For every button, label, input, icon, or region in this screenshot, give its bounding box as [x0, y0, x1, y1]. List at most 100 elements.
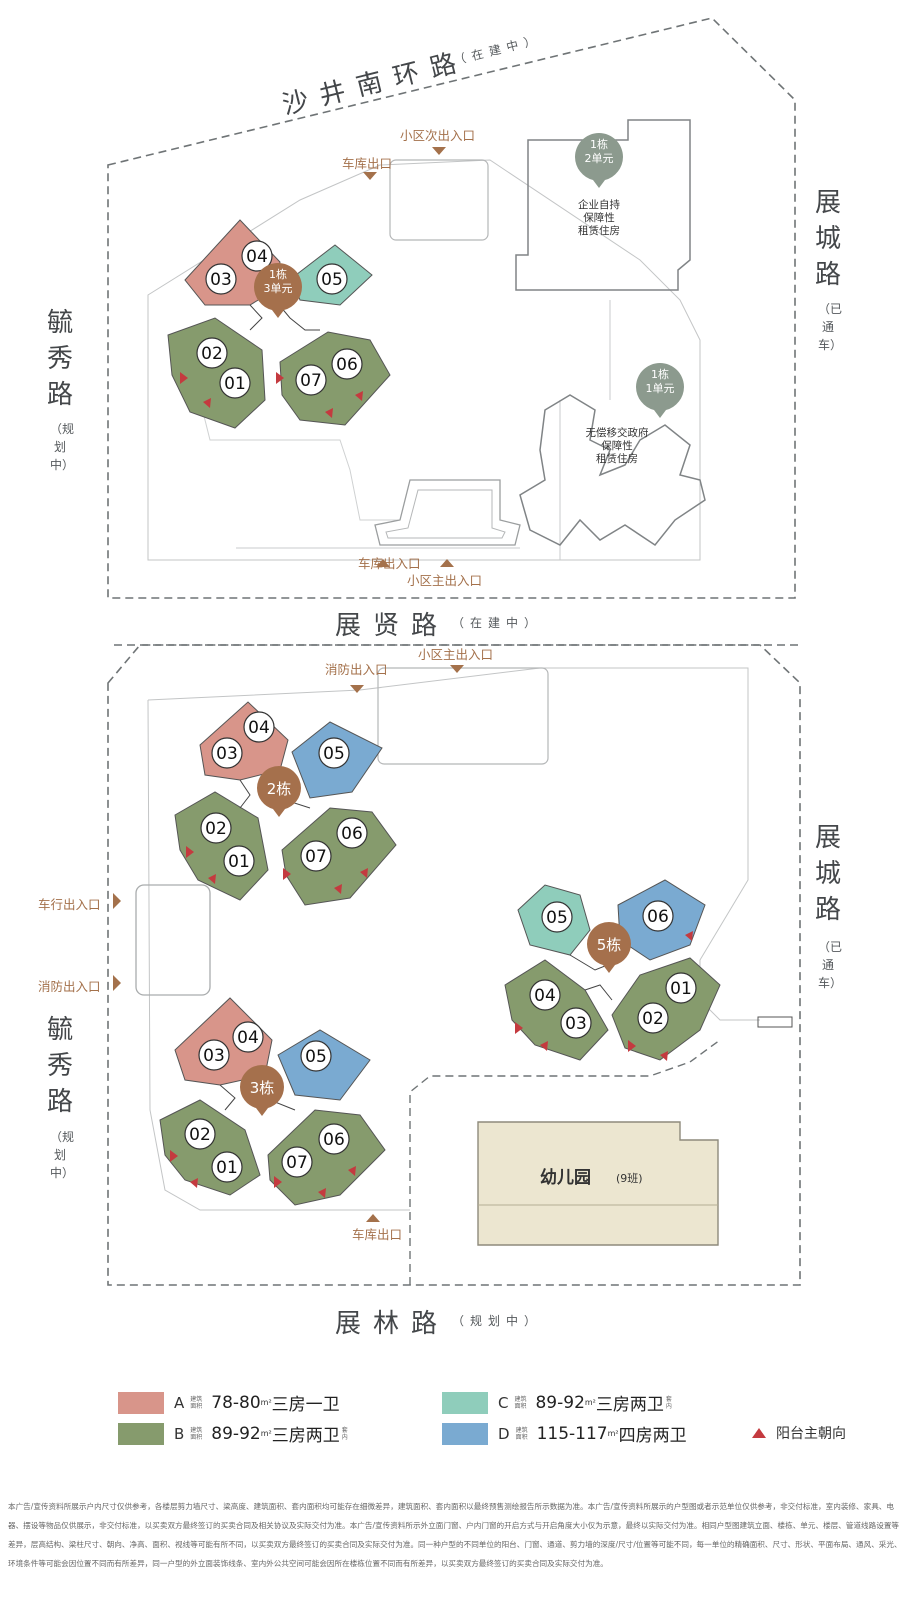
- road-right-north-note: （已通车）: [818, 302, 843, 352]
- legend-letter: C: [498, 1393, 509, 1412]
- unit-label: 02: [205, 819, 227, 839]
- unit-label: 02: [642, 1009, 664, 1029]
- legend-swatch-b: [118, 1422, 164, 1445]
- unit-label: 01: [224, 374, 246, 394]
- north-plot-boundary: [107, 17, 796, 599]
- legend-item-d: D 建筑面积 115-117 m² 四房两卫: [442, 1421, 687, 1446]
- road-left-south: 毓秀路: [46, 1015, 73, 1117]
- road-right-south: 展城路: [814, 823, 841, 925]
- unit-label: 06: [341, 824, 363, 844]
- entry-garage-north-bottom: 车库出入口: [358, 556, 421, 571]
- entry-fire-left: 消防出入口: [38, 979, 101, 994]
- unit-label: 05: [305, 1047, 327, 1067]
- b1-2-note: 企业自持保障性租赁住房: [578, 198, 620, 237]
- unit-label: 06: [647, 907, 669, 927]
- unit-label: 02: [201, 344, 223, 364]
- road-middle-note: （在建中）: [452, 616, 543, 630]
- unit-label: 02: [189, 1125, 211, 1145]
- road-right-north: 展城路: [814, 188, 841, 290]
- unit-label: 06: [336, 355, 358, 375]
- south-plot-boundary: [107, 644, 801, 1286]
- legend-area: 89-92: [535, 1392, 585, 1413]
- legend-type: 三房两卫: [271, 1426, 340, 1446]
- unit-label: 07: [286, 1153, 308, 1173]
- unit-label: 05: [323, 744, 345, 764]
- legend-extra: 套内: [341, 1426, 348, 1441]
- legend-extra: 套内: [665, 1395, 672, 1410]
- legend-area: 115-117: [536, 1423, 608, 1444]
- unit-label: 05: [546, 908, 568, 928]
- legend-letter: B: [174, 1424, 185, 1443]
- building-5-cluster: [504, 879, 721, 1061]
- legend-unit: m²: [607, 1429, 619, 1438]
- road-bottom-south-note: （规划中）: [452, 1314, 543, 1328]
- road-left-north: 毓秀路: [46, 308, 73, 410]
- unit-label: 03: [216, 744, 238, 764]
- legend-balcony-label: 阳台主朝向: [776, 1426, 846, 1442]
- disclaimer-text: 本广告/宣传资料所展示户内尺寸仅供参考，各楼层剪力墙尺寸、梁高度、建筑面积、套内…: [8, 1502, 902, 1568]
- legend-area: 89-92: [211, 1423, 261, 1444]
- unit-labels: 04 03 05 02 01 07 06 04 03 05 02 01 07 0…: [189, 247, 692, 1178]
- legend-letter: A: [174, 1393, 185, 1412]
- building-3-cluster: [159, 997, 386, 1206]
- unit-label: 03: [210, 270, 232, 290]
- legend-unit: m²: [584, 1398, 596, 1407]
- unit-label: 06: [323, 1130, 345, 1150]
- unit-label: 01: [228, 852, 250, 872]
- legend-item-a: A 建筑面积 78-80 m² 三房一卫: [118, 1390, 340, 1415]
- unit-label: 01: [216, 1158, 238, 1178]
- kindergarten-note: (9班): [616, 1172, 643, 1185]
- legend-tag: 建筑面积: [190, 1426, 203, 1441]
- road-right-south-note: （已通车）: [818, 940, 843, 990]
- unit-label: 07: [305, 847, 327, 867]
- unit-label: 04: [246, 247, 268, 267]
- balcony-markers: [170, 372, 693, 1198]
- legend-swatch-c: [442, 1391, 488, 1414]
- road-bottom-south: 展林路: [335, 1309, 450, 1339]
- badge-b3: 3栋: [250, 1079, 275, 1097]
- entry-main-south: 小区主出入口: [418, 647, 494, 662]
- entry-arrows: [113, 147, 464, 1222]
- legend-tag: 建筑面积: [190, 1395, 203, 1410]
- entry-secondary: 小区次出入口: [400, 128, 476, 143]
- road-left-south-note: （规划中）: [50, 1130, 75, 1180]
- unit-circles: [184, 240, 697, 1183]
- legend-unit: m²: [260, 1398, 272, 1407]
- entry-garage-exit-north: 车库出口: [342, 156, 393, 171]
- legend-type: 三房一卫: [271, 1395, 340, 1415]
- legend-balcony: 阳台主朝向: [752, 1423, 846, 1443]
- entry-main-north: 小区主出入口: [407, 573, 483, 588]
- unit-label: 03: [203, 1046, 225, 1066]
- badges: [240, 133, 684, 1116]
- unit-label: 04: [248, 718, 270, 738]
- entry-garage-south: 车库出口: [352, 1227, 403, 1242]
- legend-type: 三房两卫: [595, 1395, 664, 1415]
- balcony-triangle-icon: [752, 1428, 766, 1438]
- unit-label: 04: [237, 1028, 259, 1048]
- building-notes: 企业自持保障性租赁住房 无偿移交政府保障性租赁住房: [578, 198, 649, 465]
- unit-label: 04: [534, 986, 556, 1006]
- legend-tag: 建筑面积: [514, 1395, 527, 1410]
- badge-b2: 2栋: [267, 780, 292, 798]
- legend-tag: 建筑面积: [515, 1426, 528, 1441]
- entry-car: 车行出入口: [38, 897, 101, 912]
- kindergarten-labels: 幼儿园 (9班): [540, 1167, 643, 1188]
- unit-label: 07: [300, 371, 322, 391]
- entry-fire-top: 消防出入口: [325, 662, 388, 677]
- unit-label: 05: [321, 270, 343, 290]
- road-middle: 展贤路: [335, 611, 450, 641]
- legend-swatch-d: [442, 1422, 488, 1445]
- legend-item-b: B 建筑面积 89-92 m² 三房两卫 套内: [118, 1421, 350, 1446]
- b1-1-note: 无偿移交政府保障性租赁住房: [586, 426, 649, 465]
- badge-b5: 5栋: [597, 936, 622, 954]
- legend-item-c: C 建筑面积 89-92 m² 三房两卫 套内: [442, 1390, 674, 1415]
- legend-area: 78-80: [211, 1392, 261, 1413]
- legend-unit: m²: [260, 1429, 272, 1438]
- unit-label: 03: [565, 1014, 587, 1034]
- building-1-3-cluster: [167, 219, 391, 429]
- unit-label: 01: [670, 979, 692, 999]
